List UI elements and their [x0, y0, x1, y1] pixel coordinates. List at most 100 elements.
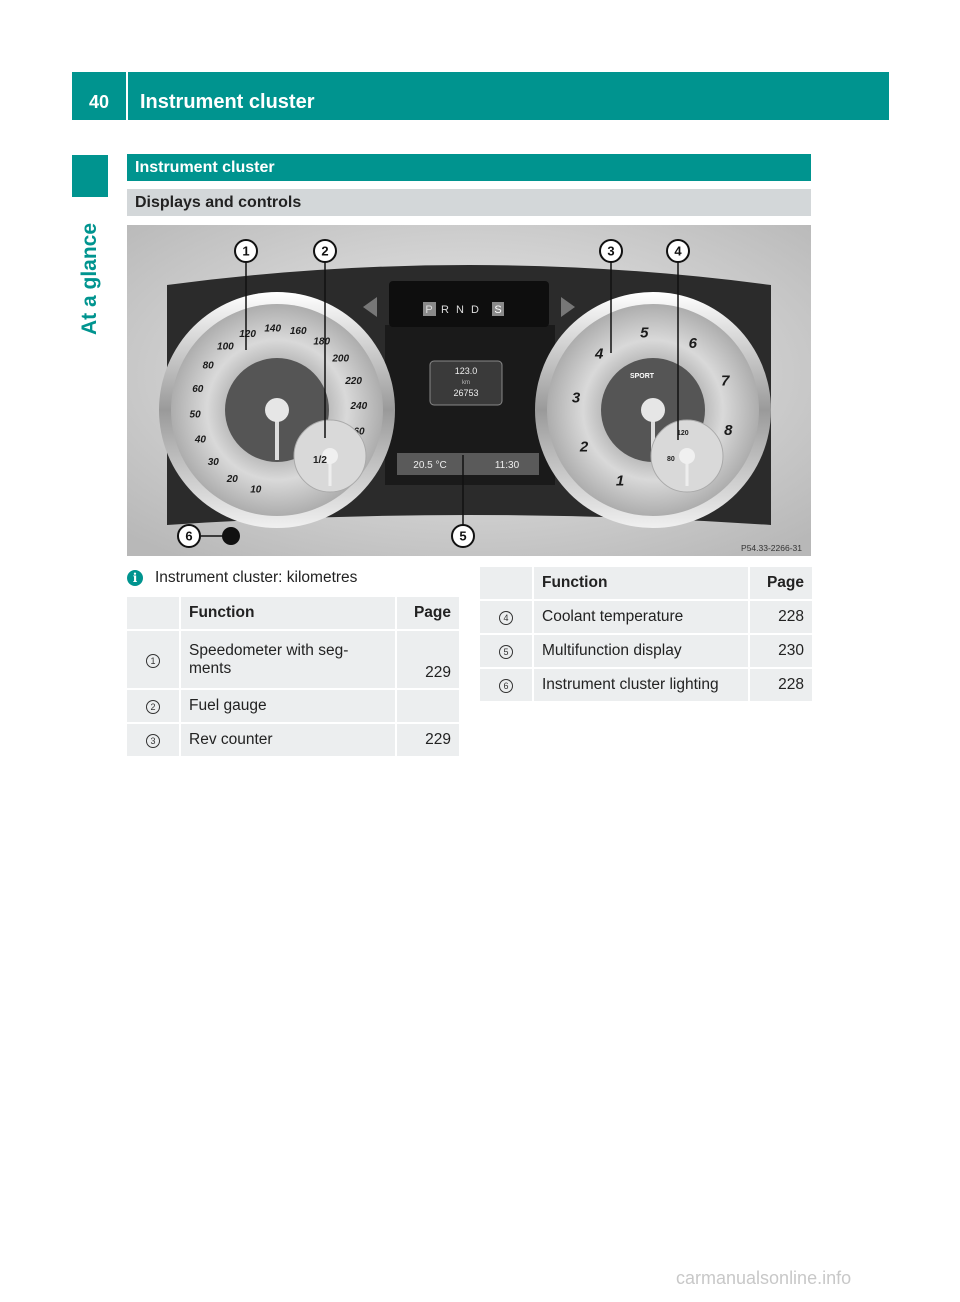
callout-number-badge: 4 [499, 611, 513, 625]
row-number: 6 [480, 669, 532, 701]
callout-number-badge: 2 [146, 700, 160, 714]
callout-2-number: 2 [321, 244, 328, 259]
speedometer-hub [265, 398, 289, 422]
info-icon: i [127, 570, 143, 586]
callout-4-circle [666, 239, 690, 263]
row-page: 230 [750, 635, 812, 667]
page-header: 40 Instrument cluster [72, 72, 889, 120]
row-function: Rev counter [181, 724, 395, 756]
speed-label-100: 100 [217, 342, 234, 353]
callout-number-badge: 3 [146, 734, 160, 748]
row-page: 229 [397, 724, 459, 756]
fuel-half-label: 1/2 [313, 455, 327, 466]
row-function: Coolant temperature [534, 601, 748, 633]
speed-label-20: 20 [226, 474, 239, 485]
table-row: 2 Fuel gauge [127, 690, 459, 722]
mfd-odometer: 26753 [453, 388, 478, 398]
rpm-label-3: 3 [572, 389, 581, 406]
watermark: carmanualsonline.info [676, 1268, 852, 1288]
side-tab-block [72, 155, 108, 197]
callout-4-number: 4 [674, 244, 682, 259]
callout-1-number: 1 [242, 244, 249, 259]
mfd-unit: km [462, 380, 470, 386]
gear-n: N [456, 304, 464, 316]
header-function: Function [181, 597, 395, 629]
section-title: Instrument cluster [127, 154, 811, 181]
subsection-title: Displays and controls [127, 189, 811, 216]
speed-label-40: 40 [194, 435, 207, 446]
gear-display-panel [389, 281, 549, 327]
header-page: Page [397, 597, 459, 629]
gear-mode: S [494, 304, 501, 316]
row-number: 1 [127, 631, 179, 688]
table-header-row: Function Page [127, 597, 459, 629]
row-function: Fuel gauge [181, 690, 395, 722]
row-function: Instrument cluster lighting [534, 669, 748, 701]
gear-p: P [425, 304, 432, 316]
header-divider [126, 72, 128, 120]
row-function: Speedometer with seg-ments [181, 631, 395, 688]
function-table-left: Function Page 1 Speedometer with seg-men… [125, 595, 461, 758]
gear-selector-display: P R N D S [423, 302, 504, 316]
rpm-label-2: 2 [579, 438, 589, 455]
callout-3-circle [599, 239, 623, 263]
row-page [397, 690, 459, 722]
coolant-80-label: 80 [667, 456, 675, 463]
function-table-right: Function Page 4 Coolant temperature 228 … [478, 565, 814, 703]
rpm-label-7: 7 [721, 373, 730, 390]
speed-label-10: 10 [250, 485, 262, 496]
gear-d: D [471, 304, 479, 316]
fuel-gauge-hub [322, 448, 338, 464]
row-page: 228 [750, 601, 812, 633]
row-number: 5 [480, 635, 532, 667]
speed-label-60: 60 [192, 384, 204, 395]
right-indicator-arrow [561, 297, 575, 317]
caption-text: Instrument cluster: kilometres [155, 569, 358, 586]
coolant-120-label: 120 [677, 430, 689, 437]
header-page: Page [750, 567, 812, 599]
callout-2-circle [313, 239, 337, 263]
outside-temperature: 20.5 °C [413, 460, 446, 471]
instrument-cluster-figure: P R N D S 123.0 km 26753 20.5 °C 11:30 1… [127, 225, 811, 556]
table-row: 6 Instrument cluster lighting 228 [480, 669, 812, 701]
table-header-row: Function Page [480, 567, 812, 599]
status-line [397, 453, 539, 475]
row-page: 229 [397, 631, 459, 688]
header-function: Function [534, 567, 748, 599]
mfd-screen [429, 360, 503, 406]
table-row: 3 Rev counter 229 [127, 724, 459, 756]
gear-r: R [441, 304, 449, 316]
callout-1-circle [234, 239, 258, 263]
table-row: 4 Coolant temperature 228 [480, 601, 812, 633]
speedometer: 1020304050608010012014016018020022024026… [159, 292, 395, 528]
callout-5-number: 5 [459, 529, 466, 544]
gear-s-box [492, 302, 504, 316]
figure-reference-code: P54.33-2266-31 [741, 543, 802, 553]
speed-label-140: 140 [264, 323, 281, 334]
callout-number-badge: 6 [499, 679, 513, 693]
header-title: Instrument cluster [140, 91, 315, 113]
row-number: 3 [127, 724, 179, 756]
row-function: Multifunction display [534, 635, 748, 667]
left-indicator-arrow [363, 297, 377, 317]
gear-p-box [423, 302, 436, 316]
speed-label-120: 120 [239, 329, 256, 340]
callout-6-circle [177, 524, 201, 548]
clock: 11:30 [495, 460, 520, 471]
row-number: 2 [127, 690, 179, 722]
tachometer-hub [641, 398, 665, 422]
row-page: 228 [750, 669, 812, 701]
mfd-trip: 123.0 [455, 366, 478, 376]
speed-label-180: 180 [313, 337, 330, 348]
figure-caption: i Instrument cluster: kilometres [127, 566, 357, 590]
speed-label-160: 160 [290, 326, 307, 337]
speed-label-240: 240 [350, 401, 368, 412]
speed-label-220: 220 [344, 376, 362, 387]
callout-3-number: 3 [607, 244, 614, 259]
callout-5-circle [451, 524, 475, 548]
table-row: 1 Speedometer with seg-ments 229 [127, 631, 459, 688]
header-number-cell [480, 567, 532, 599]
table-row: 5 Multifunction display 230 [480, 635, 812, 667]
sport-mode-label: SPORT [630, 373, 655, 380]
